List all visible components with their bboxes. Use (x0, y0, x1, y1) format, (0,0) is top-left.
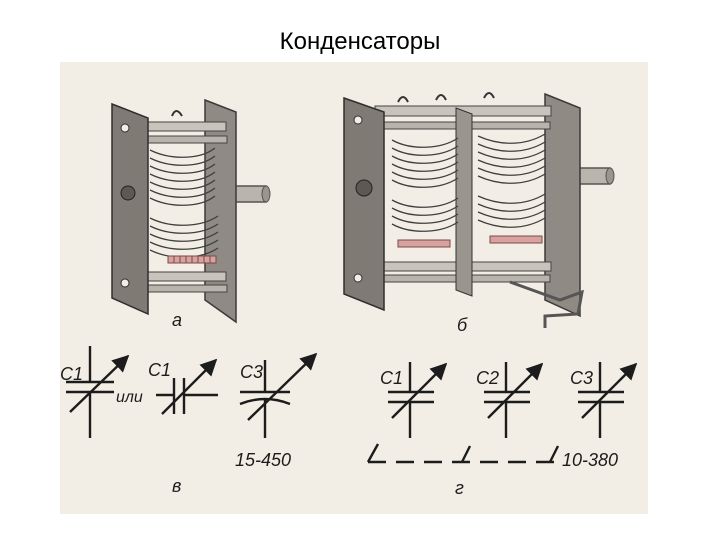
schematic-symbols-v (66, 346, 318, 438)
symbol-range-10-380: 10-380 (562, 450, 618, 470)
page-title: Конденсаторы (279, 28, 441, 55)
symbol-label-g-c1: С1 (380, 368, 403, 388)
symbol-label-c3: С3 (240, 362, 263, 382)
diagram-label-v: в (172, 476, 181, 496)
schematic-symbols-g (366, 362, 638, 464)
symbol-label-c1-mid: С1 (148, 360, 171, 380)
photo-label-b: б (457, 315, 468, 335)
variable-capacitor-single-photo (111, 98, 271, 324)
symbol-label-g-c3: С3 (570, 368, 593, 388)
variable-capacitor-dual-photo (343, 92, 615, 328)
diagram-label-g: г (455, 478, 464, 498)
symbol-label-g-c2: С2 (476, 368, 499, 388)
symbol-range-15-450: 15-450 (235, 450, 291, 470)
symbol-label-or: или (116, 389, 143, 406)
symbol-label-c1-left: С1 (60, 364, 83, 384)
photo-label-a: а (172, 310, 182, 330)
